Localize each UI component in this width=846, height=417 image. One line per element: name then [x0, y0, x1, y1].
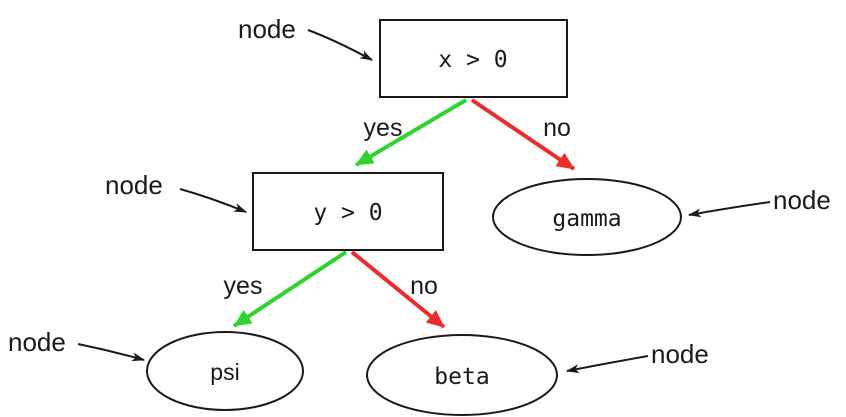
leaf-node-psi-label: psi [210, 359, 239, 385]
leaf-node-gamma-label: gamma [552, 206, 621, 232]
decision-node-x [379, 19, 568, 98]
annotation-arrow-bottomright [566, 355, 649, 374]
leaf-node-gamma [492, 178, 682, 256]
annotation-node-right: node [773, 185, 831, 215]
leaf-node-beta-label: beta [434, 364, 489, 390]
edge-root-no-arrow [470, 98, 576, 171]
decision-node-y [252, 172, 444, 251]
annotation-node-bottomleft: node [8, 327, 66, 357]
annotation-arrow-bottomleft [77, 343, 145, 362]
annotation-node-top: node [238, 14, 296, 44]
decision-node-x-label: x > 0 [438, 47, 507, 73]
edge-label-no-1: no [543, 114, 571, 142]
edge-root-yes-arrow [354, 98, 468, 167]
annotation-arrow-midleft [179, 188, 247, 213]
annotation-arrow-right [688, 201, 771, 218]
edge-label-yes-1: yes [364, 114, 403, 142]
leaf-node-psi [146, 331, 304, 411]
annotation-node-bottomright: node [651, 339, 709, 369]
edge-left-yes-arrow [232, 250, 348, 328]
edge-label-yes-2: yes [224, 272, 263, 300]
annotation-arrow-top [307, 29, 373, 61]
edge-label-no-2: no [410, 272, 438, 300]
leaf-node-beta [366, 334, 558, 416]
annotation-node-midleft: node [105, 170, 163, 200]
edge-left-no-arrow [350, 250, 446, 329]
decision-node-y-label: y > 0 [313, 200, 382, 226]
